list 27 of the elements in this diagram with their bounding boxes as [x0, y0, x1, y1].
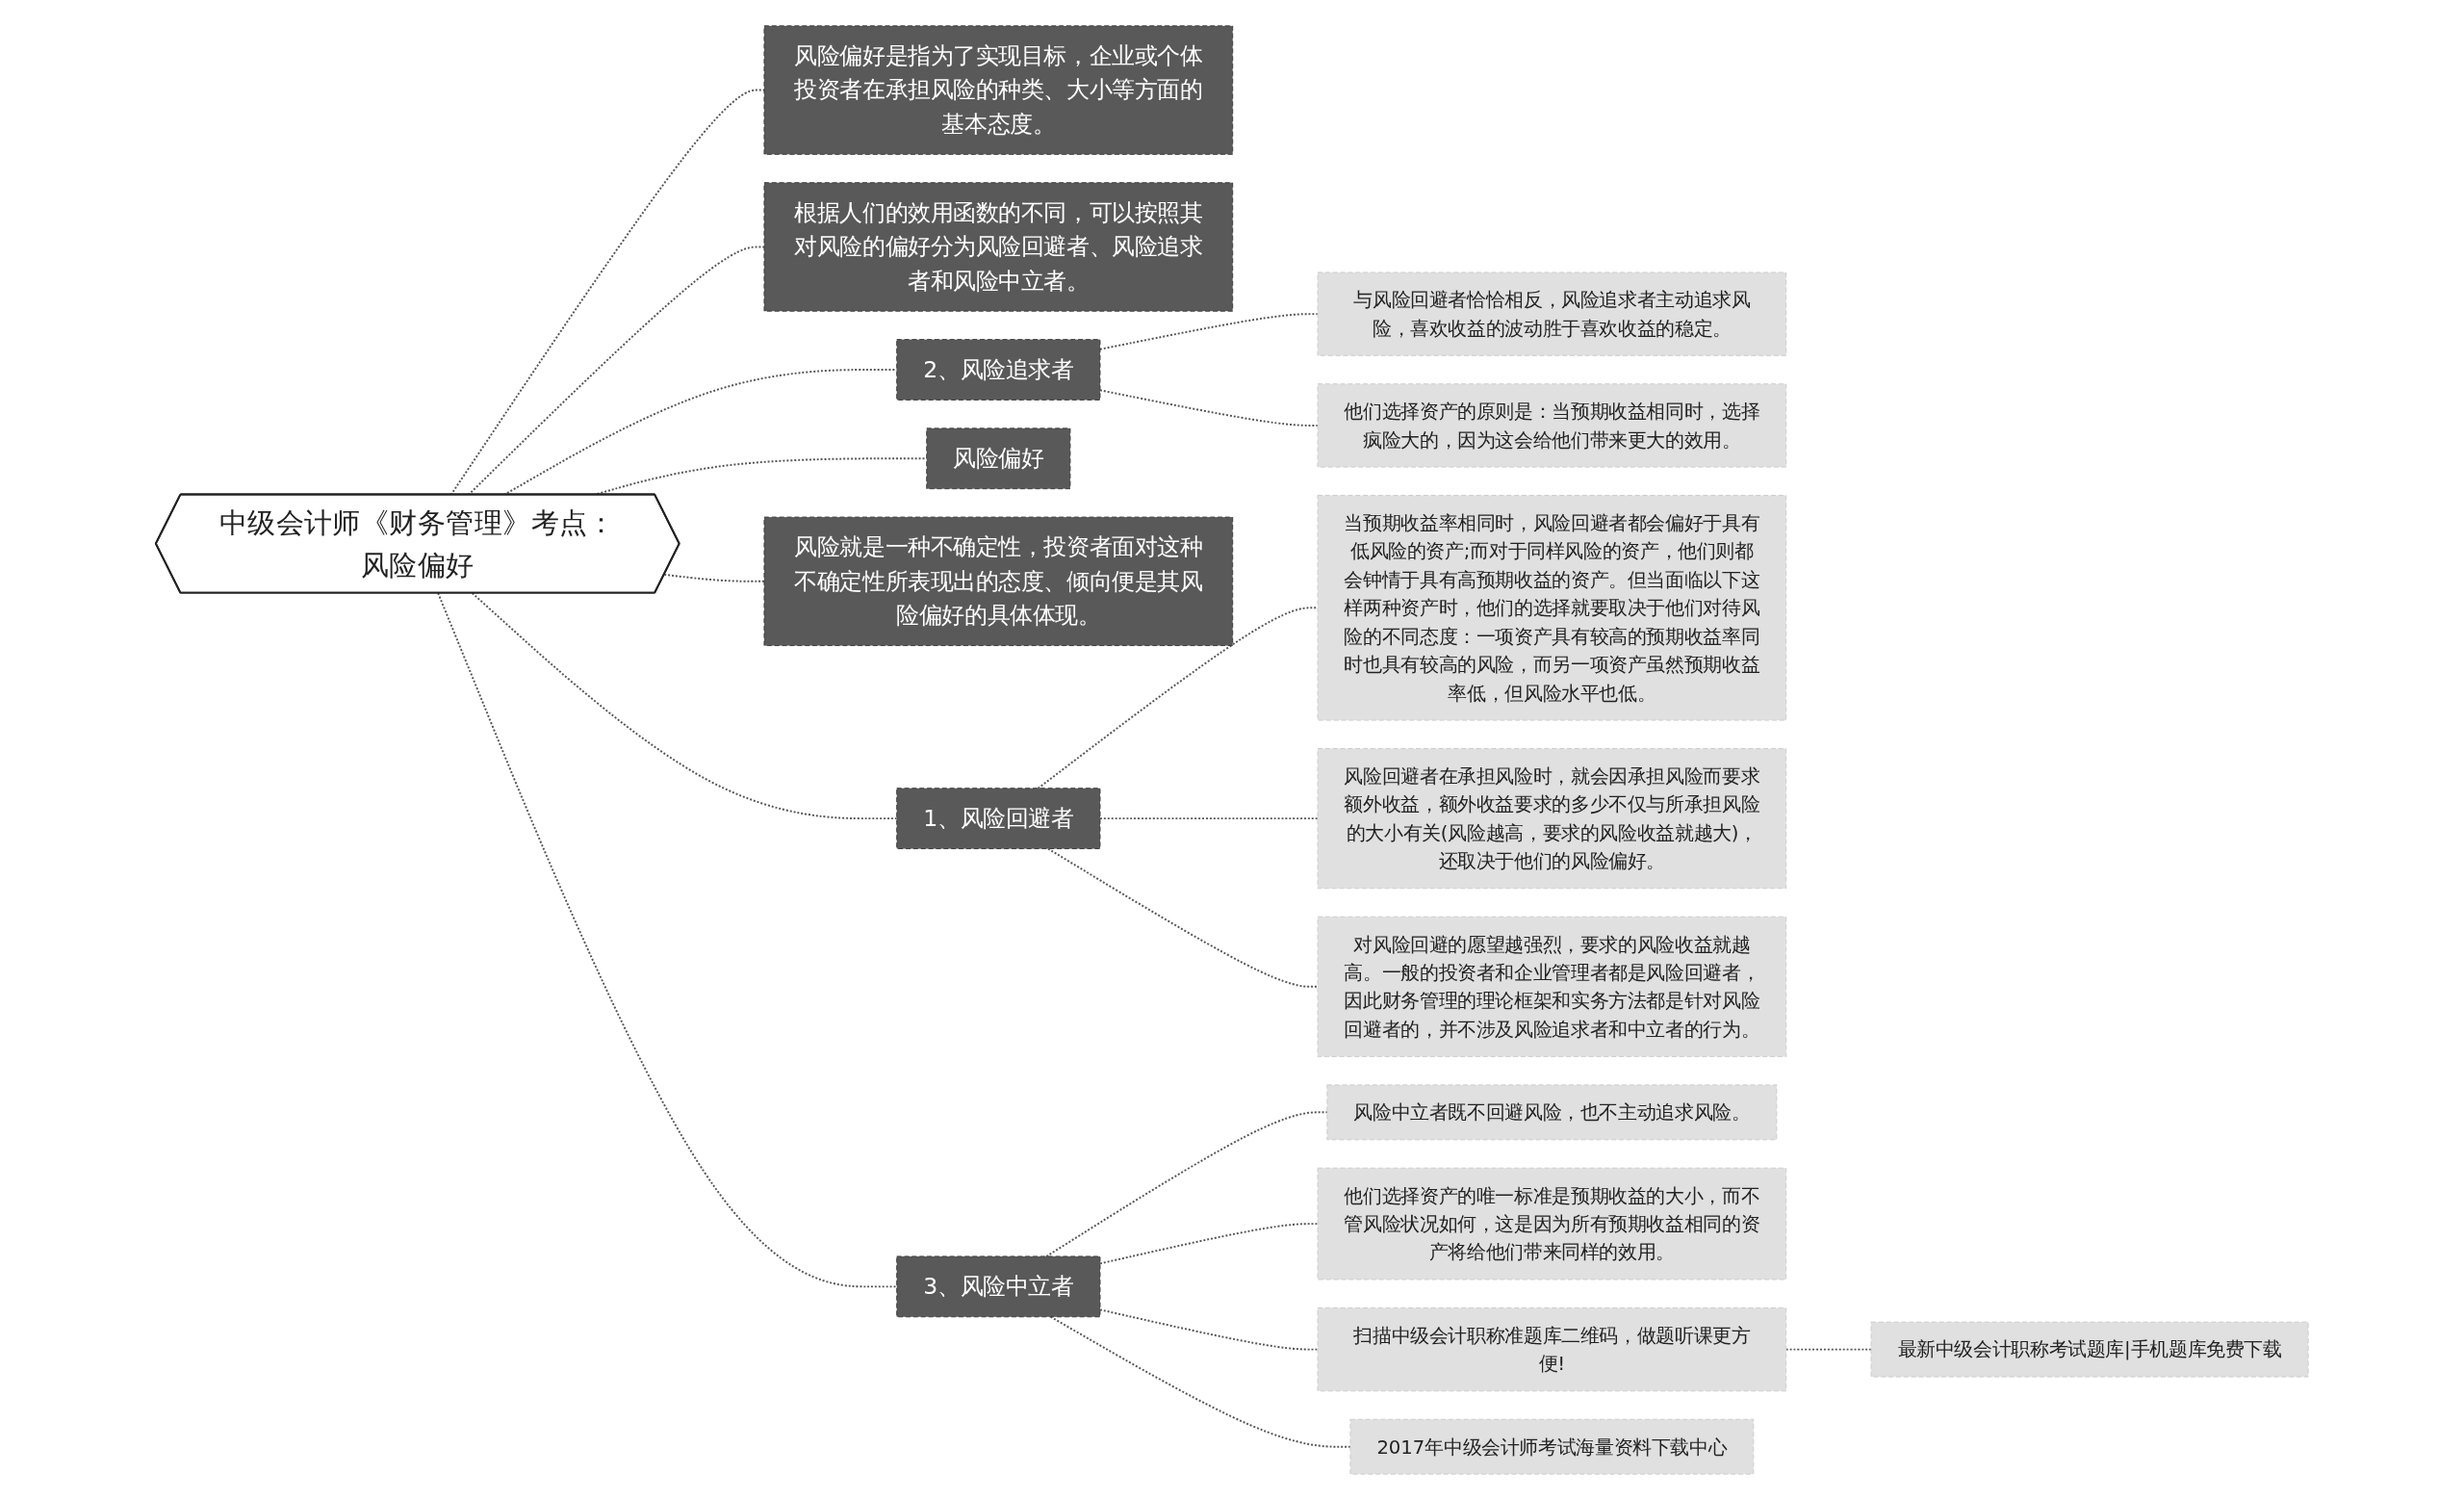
connector: [1099, 313, 1319, 350]
node-box: 1、风险回避者: [896, 788, 1101, 850]
connector: [437, 592, 898, 1288]
node-box: 风险偏好是指为了实现目标，企业或个体投资者在承担风险的种类、大小等方面的基本态度。: [763, 25, 1234, 155]
connector: [1099, 1308, 1319, 1351]
node-box: 2、风险追求者: [896, 339, 1101, 401]
node-box: 最新中级会计职称考试题库|手机题库免费下载: [1870, 1321, 2309, 1378]
node-box: 风险就是一种不确定性，投资者面对这种不确定性所表现出的态度、倾向便是其风险偏好的具体体现。: [763, 516, 1234, 647]
node-box: 3、风险中立者: [896, 1255, 1101, 1318]
node-box: 风险回避者在承担风险时，就会因承担风险而要求额外收益，额外收益要求的多少不仅与所承担风险的大小有关(风险越高，要求的风险收益就越大)，还取决于他们的风险偏好。: [1317, 748, 1787, 890]
node-box: 风险偏好: [926, 427, 1071, 490]
node-box: 2017年中级会计师考试海量资料下载中心: [1349, 1418, 1755, 1475]
node-box: 扫描中级会计职称准题库二维码，做题听课更方便!: [1317, 1306, 1787, 1392]
node-box: 他们选择资产的唯一标准是预期收益的大小，而不管风险状况如何，这是因为所有预期收益相同的资产将给他们带来同样的效用。: [1317, 1167, 1787, 1280]
node-box: 根据人们的效用函数的不同，可以按照其对风险的偏好分为风险回避者、风险追求者和风险中立者。: [763, 182, 1234, 312]
connector: [1037, 607, 1319, 789]
node-box: 他们选择资产的原则是：当预期收益相同时，选择疯险大的，因为这会给他们带来更大的效用。: [1317, 383, 1787, 468]
node-box: 风险中立者既不回避风险，也不主动追求风险。: [1326, 1084, 1778, 1141]
node-box: 对风险回避的愿望越强烈，要求的风险收益就越高。一般的投资者和企业管理者都是风险回避者，因此财务管理的理论框架和实务方法都是针对风险回避者的，并不涉及风险追求者和中立者的行为。: [1317, 916, 1787, 1057]
node-box: 与风险回避者恰恰相反，风险追求者主动追求风险，喜欢收益的波动胜于喜欢收益的稳定。: [1317, 272, 1787, 356]
connector: [1047, 847, 1319, 988]
connector: [1099, 1223, 1319, 1265]
connector: [1099, 389, 1319, 427]
connector: [1784, 1348, 1872, 1351]
connector: [1099, 817, 1319, 820]
connector: [471, 592, 898, 820]
node-box: 当预期收益率相同时，风险回避者都会偏好于具有低风险的资产;而对于同样风险的资产，他们则都会钟情于具有高预期收益的资产。但当面临以下这样两种资产时，他们的选择就要取决于他们对待风险的不同态度：一项资产具有较高的预期收益率同时也具有较高的风险，而另一项资产虽然预期收益率低，但风险水平也低。: [1317, 495, 1787, 721]
